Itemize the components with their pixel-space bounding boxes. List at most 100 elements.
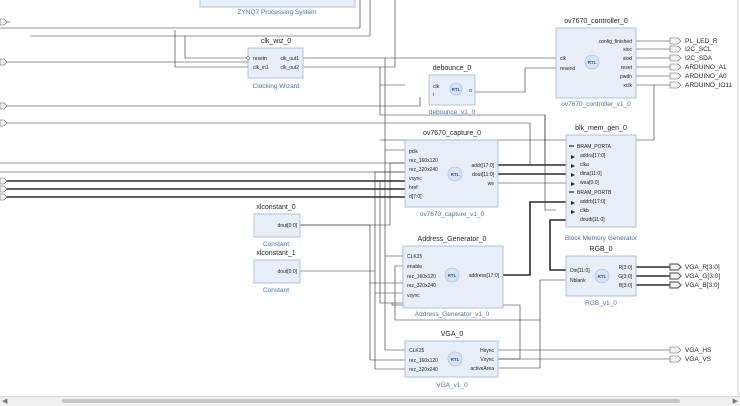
block-design-canvas[interactable]: ZYNQ7 Processing System clk_wiz_0 resetn… bbox=[0, 0, 740, 396]
pin-debounce-clk: clk bbox=[433, 84, 440, 90]
rtl-icon bbox=[449, 82, 463, 96]
rtl-label: RTL bbox=[448, 273, 457, 278]
svg-text:ARDUINO_IO11: ARDUINO_IO11 bbox=[685, 82, 733, 89]
port-vga-b[interactable]: VGA_B[3:0] bbox=[669, 281, 720, 289]
ov7670-controller-block[interactable]: ov7670_controller_0 clk resend config_fi… bbox=[555, 18, 637, 108]
pin-resetn: resetn bbox=[253, 56, 267, 62]
port-arduino-io11[interactable]: ARDUINO_IO11 bbox=[669, 81, 733, 89]
svg-text:ARDUINO_A1: ARDUINO_A1 bbox=[685, 64, 727, 71]
pin-bram-porta: BRAM_PORTA bbox=[577, 144, 612, 150]
pin-clk-out1: clk_out1 bbox=[280, 56, 299, 62]
pin-dout: dout[11:0] bbox=[472, 172, 494, 178]
pin-capture-vsync: vsync bbox=[409, 176, 422, 182]
pin-const0-dout: dout[0:0] bbox=[278, 223, 298, 229]
scrollbar-thumb[interactable] bbox=[62, 399, 680, 403]
pin-wea: wea[0:0] bbox=[580, 180, 600, 186]
rtl-label: RTL bbox=[452, 87, 461, 92]
pin-addrgen-rez-160: rez_160x120 bbox=[407, 274, 436, 280]
pin-clk-out2: clk_out2 bbox=[280, 65, 299, 71]
svg-text:VGA_B[3:0]: VGA_B[3:0] bbox=[685, 282, 720, 289]
vga-subtitle: VGA_v1_0 bbox=[436, 382, 468, 389]
vga-name: VGA_0 bbox=[441, 331, 464, 338]
input-port-stub[interactable] bbox=[0, 58, 8, 66]
controller-name: ov7670_controller_0 bbox=[564, 18, 628, 25]
input-port-stub[interactable] bbox=[0, 119, 8, 127]
input-port-stub[interactable] bbox=[0, 177, 8, 185]
input-port-stub[interactable] bbox=[0, 185, 8, 193]
const0-name: xlconstant_0 bbox=[256, 204, 295, 211]
bram-name: blk_mem_gen_0 bbox=[575, 125, 627, 132]
svg-text:I2C_SDA: I2C_SDA bbox=[685, 55, 713, 62]
pin-we: we bbox=[488, 181, 495, 187]
port-i2c-sda[interactable]: I2C_SDA bbox=[669, 54, 713, 62]
debounce-subtitle: debounce_v1_0 bbox=[429, 109, 476, 116]
pin-address: address[17:0] bbox=[469, 273, 500, 279]
ov7670-capture-block[interactable]: ov7670_capture_0 pclk rez_160x120 rez_32… bbox=[404, 130, 499, 218]
horizontal-scrollbar[interactable]: ◀ ▶ bbox=[0, 396, 740, 406]
port-i2c-scl[interactable]: I2C_SCL bbox=[669, 45, 712, 53]
clk-wiz-block[interactable]: clk_wiz_0 resetn clk_in1 clk_out1 clk_ou… bbox=[246, 38, 304, 90]
pin-siod: siod bbox=[623, 56, 632, 62]
pin-vga-rez-160: rez_160x120 bbox=[409, 358, 438, 364]
const1-name: xlconstant_1 bbox=[256, 250, 295, 257]
input-port-stub[interactable] bbox=[0, 18, 8, 26]
port-vga-g[interactable]: VGA_G[3:0] bbox=[669, 272, 720, 280]
rtl-icon bbox=[444, 267, 460, 283]
port-pl-led-r[interactable]: PL_LED_R bbox=[669, 37, 718, 45]
svg-text:VGA_R[3:0]: VGA_R[3:0] bbox=[685, 264, 720, 271]
svg-text:VGA_HS: VGA_HS bbox=[685, 347, 712, 354]
pin-addrgen-clk25: CLK25 bbox=[407, 254, 423, 260]
capture-name: ov7670_capture_0 bbox=[423, 130, 481, 137]
blk-mem-gen-block[interactable]: blk_mem_gen_0 BRAM_PORTA addra[17:0] clk… bbox=[565, 125, 638, 242]
scroll-right-icon[interactable]: ▶ bbox=[732, 398, 738, 405]
wires bbox=[0, 0, 739, 396]
port-arduino-a0[interactable]: ARDUINO_A0 bbox=[669, 72, 727, 80]
zynq-processing-system-block[interactable]: ZYNQ7 Processing System bbox=[199, 0, 356, 16]
port-vga-hs[interactable]: VGA_HS bbox=[669, 346, 712, 354]
clk-wiz-name: clk_wiz_0 bbox=[261, 38, 291, 45]
xlconstant-0-block[interactable]: xlconstant_0 dout[0:0] Constant bbox=[253, 204, 301, 248]
pin-r: R[3:0] bbox=[619, 265, 633, 271]
pin-reset: reset bbox=[621, 65, 633, 71]
pin-controller-clk: clk bbox=[560, 56, 567, 62]
pin-dina: dina[11:0] bbox=[580, 171, 602, 177]
scroll-left-icon[interactable]: ◀ bbox=[2, 398, 8, 405]
pin-addr: addr[17:0] bbox=[471, 163, 494, 169]
input-port-stub[interactable] bbox=[0, 102, 8, 110]
pin-config-finished: config_finished bbox=[599, 39, 633, 45]
pin-clk-in1: clk_in1 bbox=[253, 65, 269, 71]
address-generator-block[interactable]: Address_Generator_0 CLK25 enable rez_160… bbox=[402, 236, 504, 318]
pin-vga-clk25: CLK25 bbox=[409, 348, 425, 354]
pin-g: G[3:0] bbox=[618, 274, 632, 280]
pin-arrow-icons bbox=[571, 155, 575, 214]
svg-text:I2C_SCL: I2C_SCL bbox=[685, 46, 712, 53]
pin-vsync: Vsync bbox=[480, 357, 494, 363]
pin-clkb: clkb bbox=[580, 208, 589, 214]
rtl-icon bbox=[584, 54, 600, 70]
port-vga-vs[interactable]: VGA_VS bbox=[669, 355, 712, 363]
xlconstant-1-block[interactable]: xlconstant_1 dout[0:0] Constant bbox=[253, 250, 301, 294]
pin-href: href bbox=[409, 185, 418, 191]
port-arduino-a1[interactable]: ARDUINO_A1 bbox=[669, 63, 727, 71]
rgb-block[interactable]: RGB_0 Din[11:0] Nblank R[3:0] G[3:0] B[3… bbox=[565, 246, 637, 307]
pin-vga-rez-320: rez_320x240 bbox=[409, 367, 438, 373]
rtl-icon bbox=[447, 351, 463, 367]
pin-addrgen-vsync: vsync bbox=[407, 293, 420, 299]
bus-interface-icon bbox=[569, 145, 574, 193]
controller-subtitle: ov7670_controller_v1_0 bbox=[561, 101, 631, 108]
rgb-subtitle: RGB_v1_0 bbox=[585, 300, 617, 307]
const0-subtitle: Constant bbox=[263, 241, 289, 248]
pin-hsync: Hsync bbox=[480, 348, 494, 354]
const1-subtitle: Constant bbox=[263, 287, 289, 294]
input-port-stub[interactable] bbox=[0, 193, 8, 201]
svg-text:VGA_G[3:0]: VGA_G[3:0] bbox=[685, 273, 720, 280]
bram-subtitle: Block Memory Generator bbox=[565, 235, 638, 242]
svg-text:VGA_VS: VGA_VS bbox=[685, 356, 712, 363]
svg-text:PL_LED_R: PL_LED_R bbox=[685, 38, 718, 45]
rgb-name: RGB_0 bbox=[590, 246, 613, 253]
vga-block[interactable]: VGA_0 CLK25 rez_160x120 rez_320x240 Hsyn… bbox=[404, 331, 499, 389]
pin-clka: clka bbox=[580, 162, 589, 168]
port-vga-r[interactable]: VGA_R[3:0] bbox=[669, 263, 720, 271]
debounce-block[interactable]: debounce_0 clk i o RTL debounce_v1_0 bbox=[428, 65, 476, 116]
pin-debounce-o: o bbox=[469, 88, 472, 94]
